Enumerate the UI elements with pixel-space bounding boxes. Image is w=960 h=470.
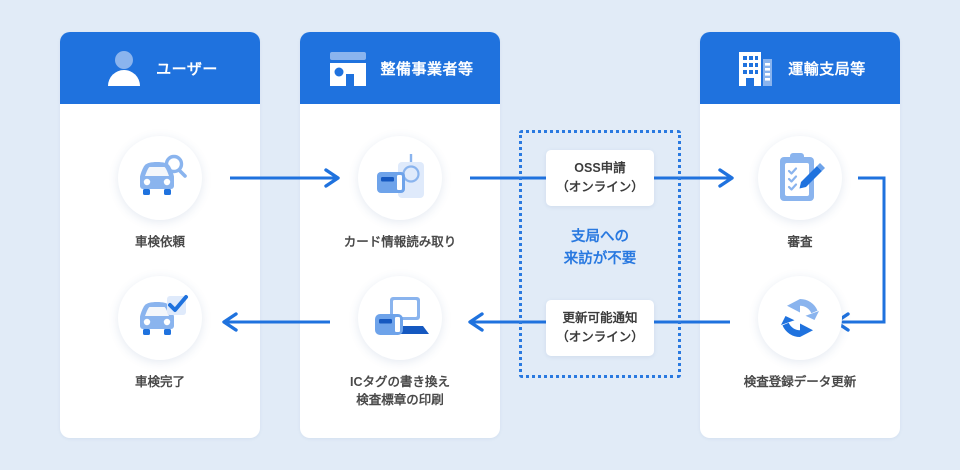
online-region-boundary (519, 130, 681, 378)
node-review-disc (758, 136, 842, 220)
node-card-disc (358, 136, 442, 220)
column-bureau-title: 運輸支局等 (788, 60, 866, 78)
node-done-disc (118, 276, 202, 360)
card-reader-icon (377, 154, 424, 198)
message-oss-application: OSS申請 （オンライン） (546, 150, 654, 206)
node-update-disc (758, 276, 842, 360)
column-shop-header: 整備事業者等 (300, 32, 500, 104)
refresh-sync-icon (781, 299, 819, 337)
clipboard-pencil-icon (780, 153, 825, 201)
ic-tag-printer-icon (375, 297, 429, 335)
car-check-icon (140, 295, 188, 335)
node-ictag-label: ICタグの書き換え 検査標章の印刷 (349, 375, 450, 408)
column-user-title: ユーザー (156, 60, 218, 78)
car-inspection-icon (140, 154, 187, 195)
message-renewal-notice: 更新可能通知 （オンライン） (546, 300, 654, 356)
column-shop: 整備事業者等 (300, 32, 500, 438)
node-update-label: 検査登録データ更新 (743, 375, 857, 389)
node-update[interactable]: 検査登録データ更新 (720, 276, 880, 391)
node-card[interactable]: カード情報読み取り (320, 136, 480, 251)
column-bureau: 運輸支局等 (700, 32, 900, 438)
node-request-disc (118, 136, 202, 220)
garage-icon (330, 52, 367, 86)
no-visit-highlight: 支局への 来訪が不要 (563, 229, 637, 268)
node-done-label: 車検完了 (134, 375, 185, 389)
node-review[interactable]: 審査 (720, 136, 880, 251)
arrow-review-to-update (838, 176, 886, 324)
node-request-label: 車検依頼 (134, 235, 185, 249)
node-card-label: カード情報読み取り (343, 235, 457, 249)
column-bureau-header: 運輸支局等 (700, 32, 900, 104)
column-user: ユーザー (60, 32, 260, 438)
office-building-icon (739, 52, 773, 86)
node-ictag[interactable]: ICタグの書き換え 検査標章の印刷 (320, 276, 480, 409)
user-icon (108, 51, 141, 86)
column-user-header: ユーザー (60, 32, 260, 104)
node-request[interactable]: 車検依頼 (80, 136, 240, 251)
node-review-label: 審査 (787, 235, 813, 249)
node-done[interactable]: 車検完了 (80, 276, 240, 391)
node-ictag-disc (358, 276, 442, 360)
column-shop-title: 整備事業者等 (380, 60, 474, 78)
